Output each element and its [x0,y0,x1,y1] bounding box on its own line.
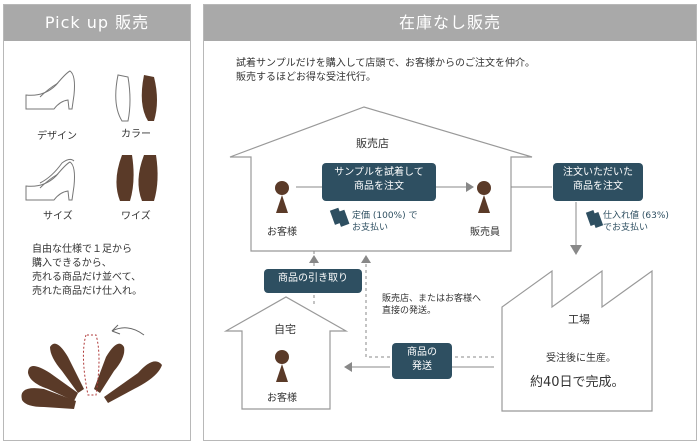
home-label: 自宅 [274,323,296,336]
home-customer-person-icon [275,350,289,382]
factory-note: 受注後に生産。 [546,353,616,364]
shoe-label-design: デザイン [37,131,77,142]
customer-person-icon [275,181,289,213]
pickup-panel: Pick up 販売 デザイン カラー サイズ ワイズ 自由な仕様で１足から 購… [3,4,191,441]
shoe-label-width: ワイズ [121,211,151,222]
shoe-icons [25,70,158,201]
purchase-price-payment: 仕入れ値 (63%) でお支払い [603,211,669,233]
direct-ship-note: 販売店、またはお客様へ 直接の発送。 [382,294,482,316]
pickup-panel-title: Pick up 販売 [4,5,190,41]
pickup-box: 商品の引き取り [264,269,362,293]
store-customer-label: お客様 [267,227,297,238]
shoe-fan-selection-icon [21,324,162,409]
ship-box: 商品の 発送 [392,343,452,379]
no-stock-panel-title: 在庫なし販売 [204,5,696,41]
home-customer-label: お客様 [267,393,297,404]
heel-pump-outline-icon [25,158,75,201]
staff-person-icon [477,181,491,213]
heel-pump-outline-icon [25,70,75,110]
staff-label: 販売員 [470,227,500,238]
shoe-label-color: カラー [121,129,151,140]
try-sample-box: サンプルを試着して 商品を注文 [322,163,436,201]
no-stock-panel: 在庫なし販売 試着サンプルだけを購入して店頭で、お客様からのご注文を仲介。 販売… [203,4,697,441]
pickup-description: 自由な仕様で１足から 購入できるから、 売れる商品だけ並べて、 売れた商品だけ仕… [32,244,143,297]
shoe-label-size: サイズ [43,211,73,222]
factory-lead-time: 約40日で完成。 [530,375,625,390]
intro-text: 試着サンプルだけを購入して店頭で、お客様からのご注文を仲介。 販売するほどお得な… [236,58,535,83]
factory-label: 工場 [568,313,590,326]
pump-color-icon [115,74,157,122]
store-label: 販売店 [356,137,389,150]
bill-icon [585,210,604,228]
pump-width-icon [116,155,158,201]
list-price-payment: 定価 (100%) で お支払い [352,211,418,233]
bill-icon [329,207,350,227]
order-placed-box: 注文いただいた 商品を注文 [553,163,643,201]
